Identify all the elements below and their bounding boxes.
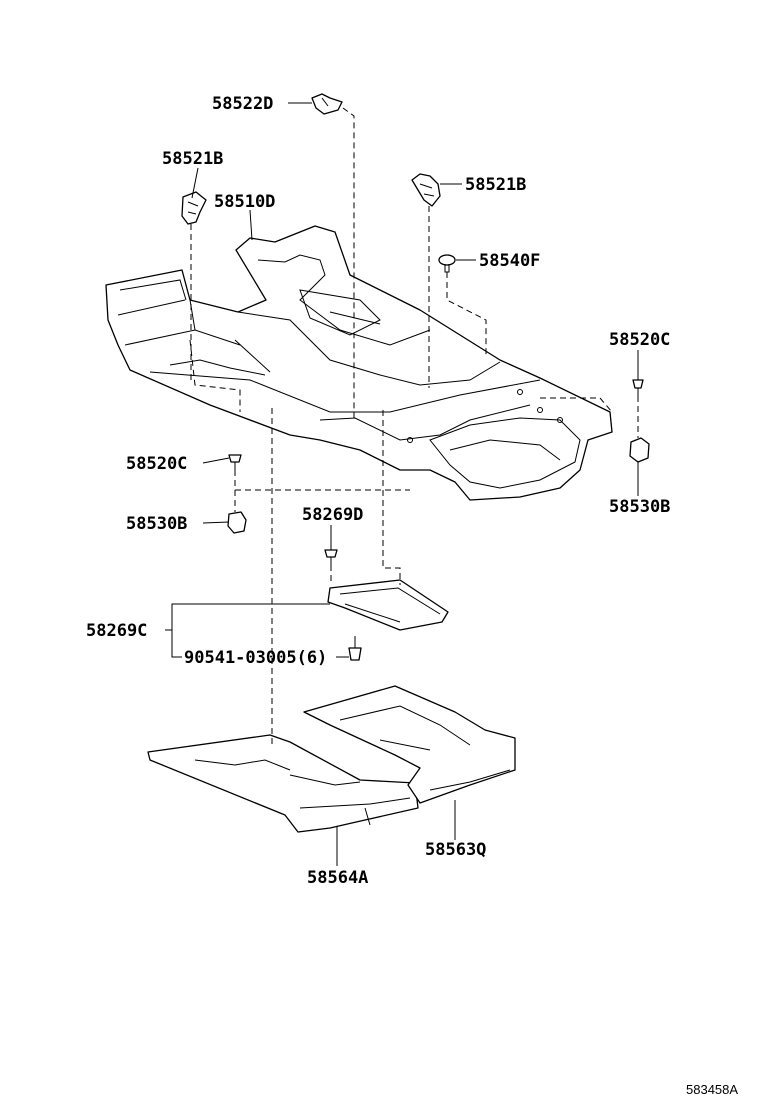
label-58521B-left: 58521B — [162, 149, 223, 169]
diagram-reference-code: 583458A — [686, 1082, 738, 1097]
bolt-90541-03005 — [348, 636, 362, 661]
part-labels: 58522D 58521B 58510D 58521B 58540F 58520… — [86, 94, 738, 1097]
label-58520C-left: 58520C — [126, 454, 187, 474]
clip-58521B-left — [181, 191, 207, 225]
clip-58522D — [311, 93, 343, 115]
fastener-58520C-left — [228, 454, 242, 470]
label-58530B-left: 58530B — [126, 514, 187, 534]
label-58521B-right: 58521B — [465, 175, 526, 195]
floor-carpet-58510D — [105, 225, 613, 501]
label-58269C: 58269C — [86, 621, 147, 641]
plate-58269C — [327, 579, 449, 631]
label-58540F: 58540F — [479, 251, 540, 271]
label-90541-03005: 90541-03005(6) — [184, 648, 327, 668]
floor-mat-58564A — [147, 734, 419, 833]
plug-58540F — [438, 254, 456, 273]
clip-58530B-left — [227, 511, 247, 534]
floor-mat-58563Q — [303, 685, 516, 804]
label-58520C-right: 58520C — [609, 330, 670, 350]
leader-lines — [165, 102, 639, 866]
label-58564A: 58564A — [307, 868, 368, 888]
assembly-lines — [189, 107, 639, 745]
clip-58530B-right — [629, 437, 650, 463]
fastener-58269D — [324, 549, 338, 565]
label-58530B-right: 58530B — [609, 497, 670, 517]
clip-58521B-right — [411, 173, 441, 207]
label-58563Q: 58563Q — [425, 840, 486, 860]
fastener-58520C-right — [632, 379, 644, 396]
label-58269D: 58269D — [302, 505, 363, 525]
label-58510D: 58510D — [214, 192, 275, 212]
label-58522D: 58522D — [212, 94, 273, 114]
